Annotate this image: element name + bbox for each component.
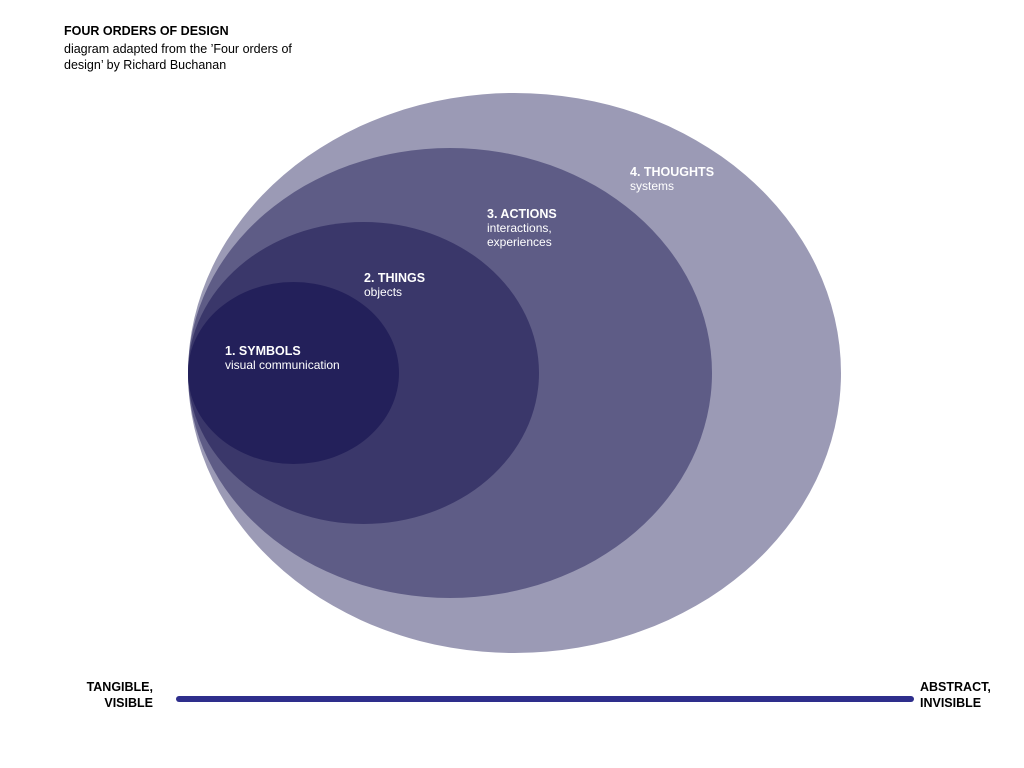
diagram-subtitle: diagram adapted from the ’Four orders of…: [64, 42, 292, 72]
axis-right-label: ABSTRACT, INVISIBLE: [920, 679, 991, 711]
ellipse-symbols: [188, 282, 399, 464]
actions-title: 3. ACTIONS: [487, 207, 557, 221]
thoughts-title: 4. THOUGHTS: [630, 165, 715, 179]
actions-desc: interactions, experiences: [487, 221, 552, 249]
things-title: 2. THINGS: [364, 271, 426, 285]
axis-left-line2: VISIBLE: [104, 696, 153, 710]
label-thoughts: 4. THOUGHTS systems: [630, 165, 714, 193]
symbols-desc: visual communication: [225, 358, 340, 372]
things-desc: objects: [364, 285, 403, 299]
thoughts-desc: systems: [630, 179, 675, 193]
label-things: 2. THINGS objects: [364, 271, 425, 299]
axis-right-line1: ABSTRACT,: [920, 680, 991, 694]
axis-left-label: TANGIBLE, VISIBLE: [60, 679, 153, 711]
symbols-title: 1. SYMBOLS: [225, 344, 301, 358]
label-symbols: 1. SYMBOLS visual communication: [225, 344, 340, 372]
diagram-title: FOUR ORDERS OF DESIGN: [64, 24, 229, 38]
axis-right-line2: INVISIBLE: [920, 696, 982, 710]
label-actions: 3. ACTIONS interactions, experiences: [487, 207, 567, 249]
axis-left-line1: TANGIBLE,: [86, 680, 153, 694]
